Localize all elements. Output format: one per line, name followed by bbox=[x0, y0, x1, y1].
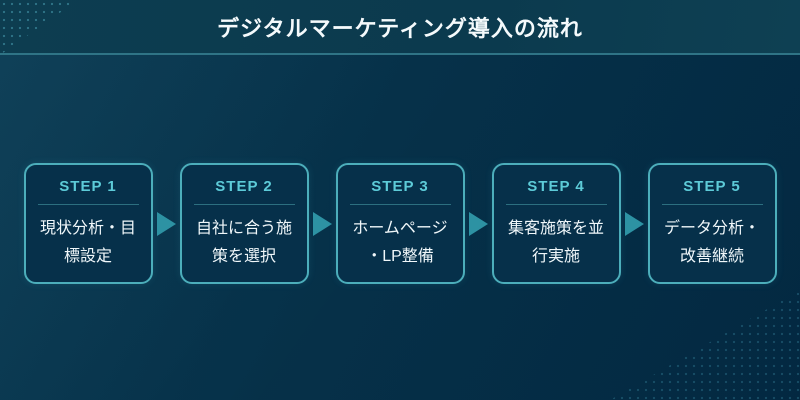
step-divider bbox=[661, 204, 763, 205]
step-divider bbox=[505, 204, 607, 205]
step-title: データ分析・ 改善継続 bbox=[663, 220, 760, 265]
step-box-4: STEP 4 集客施策を並 行実施 bbox=[491, 163, 621, 284]
step-number-label: STEP 2 bbox=[215, 178, 273, 195]
step-box-1: STEP 1 現状分析・目 標設定 bbox=[23, 163, 153, 284]
flow-diagram: STEP 1 現状分析・目 標設定 STEP 2 自社に合う施 策を選択 STE… bbox=[0, 163, 800, 284]
step-divider bbox=[349, 204, 451, 205]
step-number-label: STEP 5 bbox=[683, 178, 741, 195]
flow-arrow-cell bbox=[621, 211, 648, 236]
corner-dots-decoration bbox=[610, 290, 800, 400]
flow-arrow-cell bbox=[309, 211, 336, 236]
flow-arrow-cell bbox=[153, 211, 180, 236]
step-number-label: STEP 1 bbox=[59, 178, 117, 195]
step-box-5: STEP 5 データ分析・ 改善継続 bbox=[647, 163, 777, 284]
header-band: デジタルマーケティング導入の流れ bbox=[0, 0, 800, 55]
step-divider bbox=[193, 204, 295, 205]
arrow-right-icon bbox=[624, 211, 644, 236]
step-title: 現状分析・目 標設定 bbox=[39, 220, 136, 265]
flow-arrow-cell bbox=[465, 211, 492, 236]
corner-dots-decoration bbox=[0, 0, 78, 55]
step-number-label: STEP 3 bbox=[371, 178, 429, 195]
arrow-right-icon bbox=[468, 211, 488, 236]
step-box-3: STEP 3 ホームページ ・LP整備 bbox=[335, 163, 465, 284]
arrow-right-icon bbox=[156, 211, 176, 236]
step-title: 自社に合う施 策を選択 bbox=[195, 220, 292, 265]
page-title: デジタルマーケティング導入の流れ bbox=[217, 15, 583, 41]
step-title: 集客施策を並 行実施 bbox=[507, 220, 604, 265]
step-number-label: STEP 4 bbox=[527, 178, 585, 195]
step-title: ホームページ ・LP整備 bbox=[352, 220, 448, 265]
step-divider bbox=[37, 204, 139, 205]
step-box-2: STEP 2 自社に合う施 策を選択 bbox=[179, 163, 309, 284]
arrow-right-icon bbox=[312, 211, 332, 236]
